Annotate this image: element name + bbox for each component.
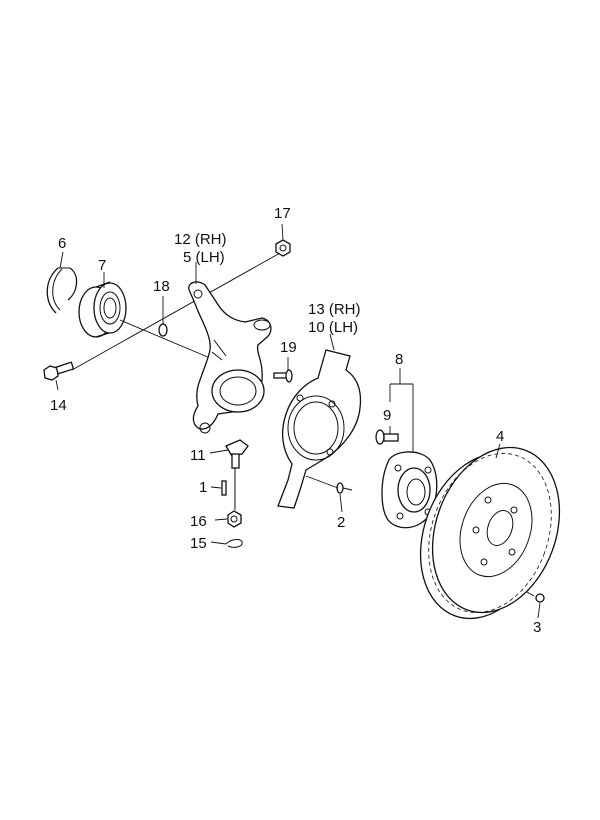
callout-18: 18 xyxy=(153,278,170,295)
callout-9: 9 xyxy=(383,407,391,424)
callout-14: 14 xyxy=(50,397,67,414)
snap-ring-part xyxy=(46,267,78,314)
callout-11: 11 xyxy=(190,447,206,464)
callout-8: 8 xyxy=(395,351,403,368)
bolt-19-part xyxy=(273,369,293,383)
callout-5: 5 (LH) xyxy=(183,249,225,266)
callout-2: 2 xyxy=(337,514,345,531)
callout-17: 17 xyxy=(274,205,291,222)
callout-3: 3 xyxy=(533,619,541,636)
callout-13: 13 (RH) xyxy=(308,301,361,318)
screw-2-part xyxy=(336,482,353,494)
screw-3-part xyxy=(526,591,545,603)
dust-cover-part xyxy=(277,349,362,509)
steering-knuckle-part xyxy=(188,281,272,434)
callout-1: 1 xyxy=(199,479,207,496)
callout-7: 7 xyxy=(98,257,106,274)
bolt-1-part xyxy=(221,480,227,496)
brake-disc-part xyxy=(419,446,561,620)
nut-18-part xyxy=(158,323,168,337)
callout-12: 12 (RH) xyxy=(174,231,227,248)
hub-bolt-9-part xyxy=(375,429,399,445)
clip-15-part xyxy=(225,539,243,548)
callout-10: 10 (LH) xyxy=(308,319,358,336)
callout-16: 16 xyxy=(190,513,207,530)
nut-16-part xyxy=(227,510,242,528)
callout-4: 4 xyxy=(496,428,504,445)
callout-19: 19 xyxy=(280,339,297,356)
nut-17-part xyxy=(275,239,291,257)
bolt-14-part xyxy=(43,361,75,381)
wheel-bearing-part xyxy=(78,281,127,338)
callout-6: 6 xyxy=(58,235,66,252)
speed-sensor-part xyxy=(225,439,249,510)
callout-15: 15 xyxy=(190,535,207,552)
